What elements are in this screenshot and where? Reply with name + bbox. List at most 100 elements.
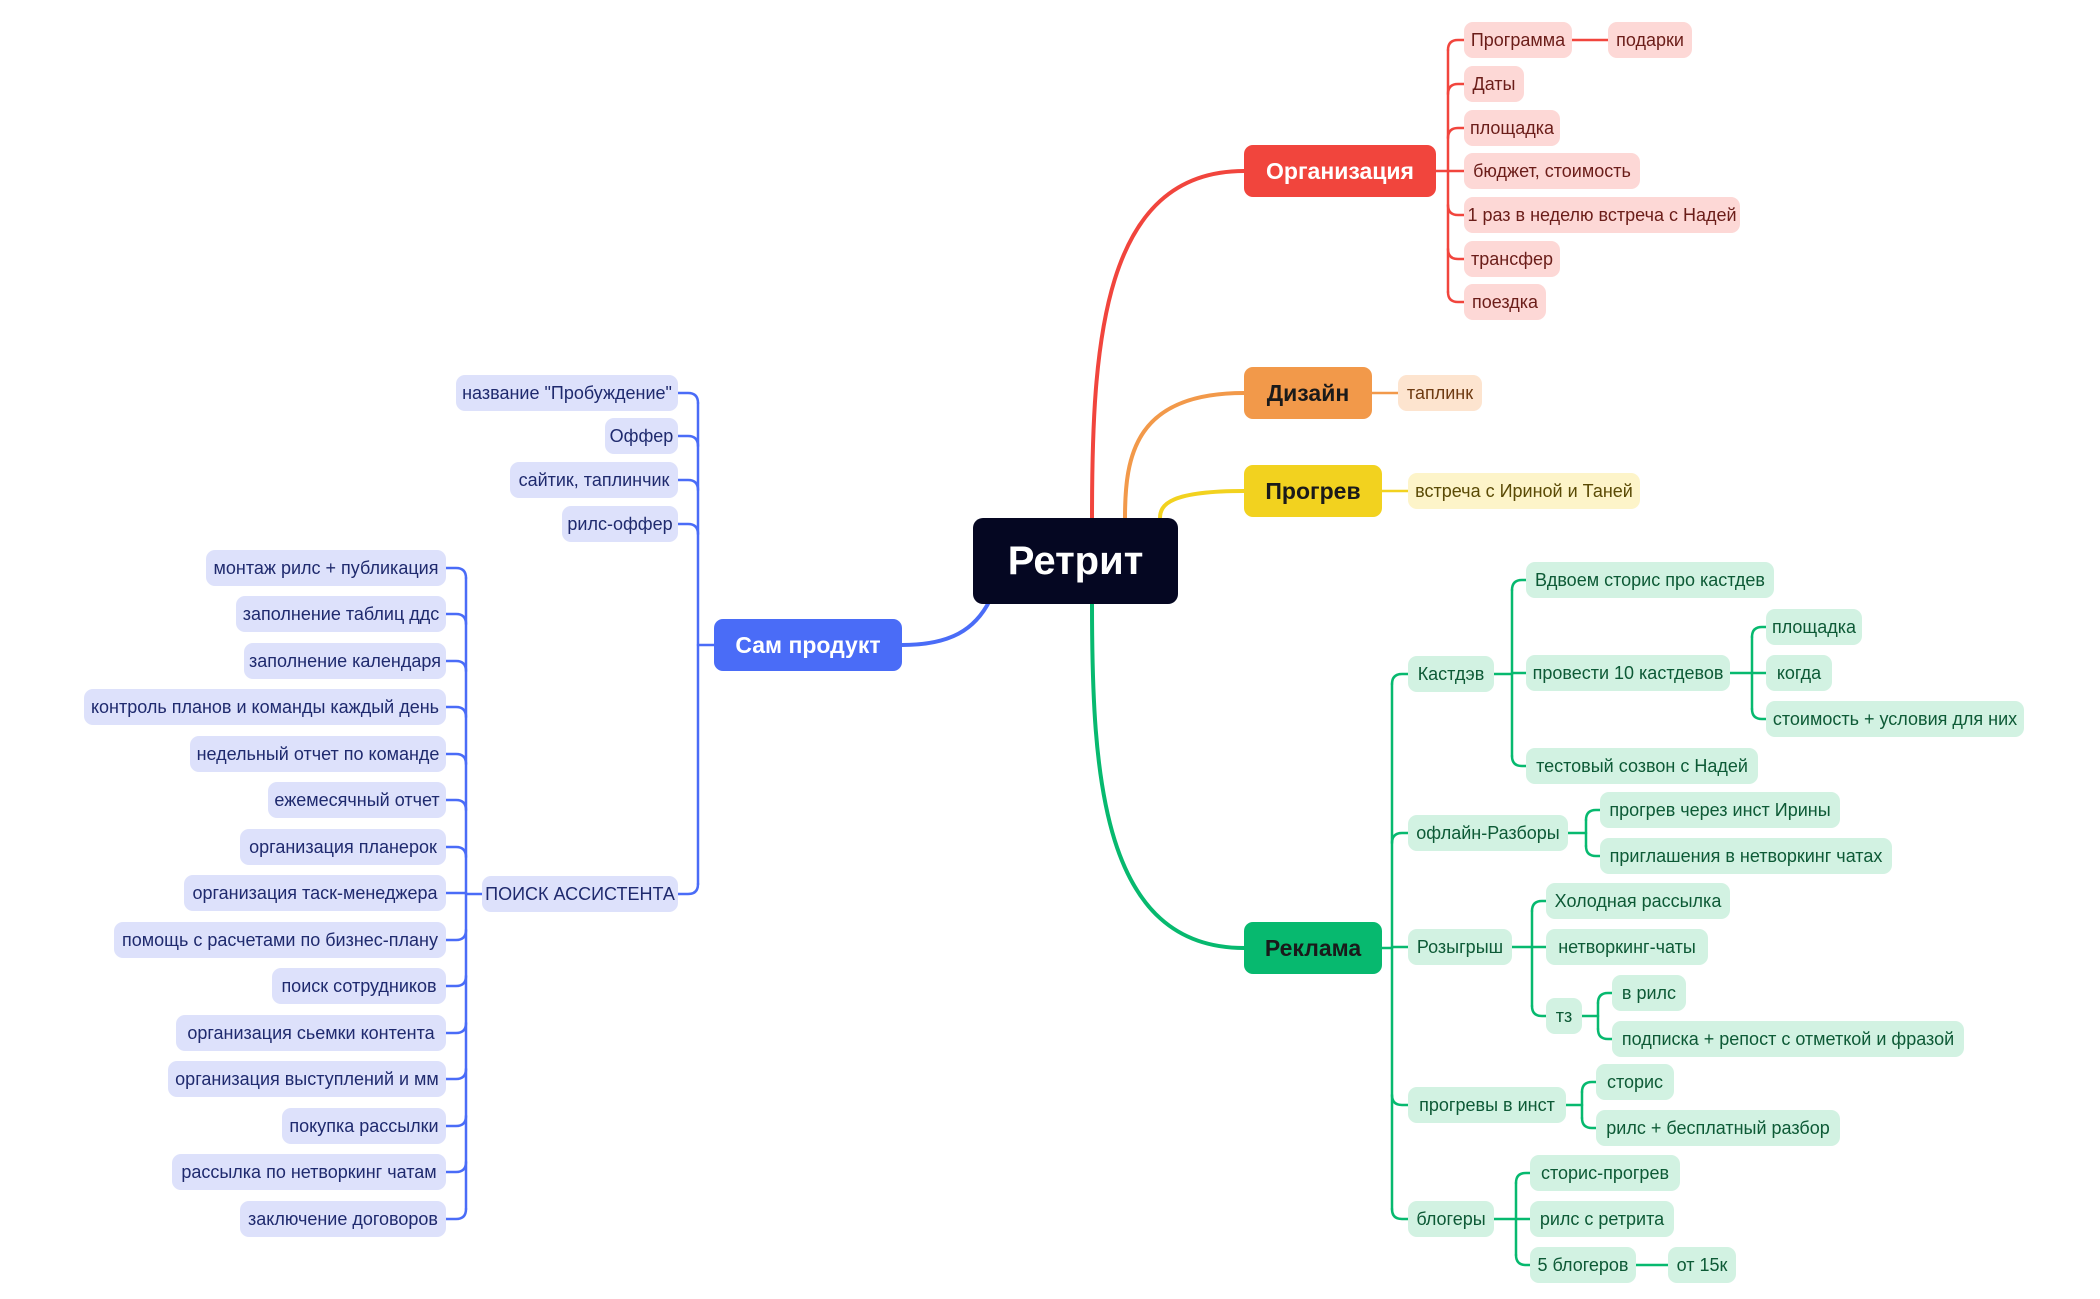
assistant-task[interactable]: помощь с расчетами по бизнес-плану (114, 922, 446, 958)
connector (676, 882, 700, 896)
connector (1158, 489, 1246, 520)
connector (444, 928, 468, 942)
connector (1390, 831, 1410, 845)
provesti-item-kogda[interactable]: когда (1766, 655, 1832, 691)
connector (444, 1067, 468, 1081)
connector (444, 705, 468, 719)
connector (1584, 844, 1602, 858)
assistant-task[interactable]: заполнение таблиц ддс (236, 596, 446, 632)
assistant-task[interactable]: рассылка по нетворкинг чатам (172, 1154, 446, 1190)
org-item-ploshchadka[interactable]: площадка (1464, 110, 1560, 146)
provesti-item-ploshchadka[interactable]: площадка (1766, 609, 1862, 645)
connector (676, 391, 700, 405)
assistant-task[interactable]: организация выступлений и мм (168, 1061, 446, 1097)
connector (1390, 672, 1410, 686)
blogery-item-rils[interactable]: рилс с ретрита (1530, 1201, 1674, 1237)
connector (444, 1114, 468, 1128)
kastdev-item-provesti[interactable]: провести 10 кастдевов (1526, 655, 1730, 691)
connector (1446, 38, 1466, 52)
razbory-item-progrev[interactable]: прогрев через инст Ирины (1600, 792, 1840, 828)
reklama-kastdev[interactable]: Кастдэв (1408, 656, 1494, 692)
produkt-item-rils-offer[interactable]: рилс-оффер (562, 506, 678, 542)
kastdev-item-sozvon[interactable]: тестовый созвон с Надей (1526, 748, 1758, 784)
progrevy-item-storis[interactable]: сторис (1596, 1064, 1674, 1100)
rozygrysh-item-rassylka[interactable]: Холодная рассылка (1546, 883, 1730, 919)
org-item-vstrecha[interactable]: 1 раз в неделю встреча с Надей (1464, 197, 1740, 233)
assistant-task[interactable]: покупка рассылки (282, 1108, 446, 1144)
produkt-item-nazvanie[interactable]: название "Пробуждение" (456, 375, 678, 411)
connector (676, 522, 700, 536)
connector (900, 598, 992, 647)
assistant-task[interactable]: заключение договоров (240, 1201, 446, 1237)
razbory-item-priglasheniya[interactable]: приглашения в нетворкинг чатах (1600, 838, 1892, 874)
reklama-progrevy[interactable]: прогревы в инст (1408, 1087, 1566, 1123)
connector (444, 612, 468, 626)
connector (1446, 82, 1466, 96)
progrevy-item-rils[interactable]: рилс + бесплатный разбор (1596, 1110, 1840, 1146)
connector (1596, 991, 1614, 1005)
connector (1390, 1207, 1410, 1221)
connector (1390, 1093, 1410, 1107)
connector (676, 434, 700, 448)
branch-progrev[interactable]: Прогрев (1244, 465, 1382, 517)
org-item-transfer[interactable]: трансфер (1464, 241, 1560, 277)
connector (1580, 1080, 1598, 1094)
reklama-rozygrysh[interactable]: Розыгрыш (1408, 929, 1512, 965)
connector (1530, 1004, 1548, 1018)
produkt-item-poisk[interactable]: ПОИСК АССИСТЕНТА (482, 876, 678, 912)
connector (1750, 625, 1768, 639)
connector (444, 798, 468, 812)
connector (1750, 707, 1768, 721)
progrev-item-vstrecha[interactable]: встреча с Ириной и Таней (1408, 473, 1640, 509)
assistant-task[interactable]: организация таск-менеджера (184, 875, 446, 911)
produkt-item-offer[interactable]: Оффер (605, 418, 678, 454)
connector (444, 1021, 468, 1035)
root-node[interactable]: Ретрит (973, 518, 1178, 604)
connector (1446, 126, 1466, 140)
connector (1530, 899, 1548, 913)
org-item-byudzhet[interactable]: бюджет, стоимость (1464, 153, 1640, 189)
kastdev-item-storis[interactable]: Вдвоем сторис про кастдев (1526, 562, 1774, 598)
assistant-task[interactable]: ежемесячный отчет (268, 782, 446, 818)
connector (1584, 808, 1602, 822)
dizain-item-taplink[interactable]: таплинк (1398, 375, 1482, 411)
reklama-razbory[interactable]: офлайн-Разборы (1408, 815, 1568, 851)
branch-reklama[interactable]: Реклама (1244, 922, 1382, 974)
assistant-task[interactable]: недельный отчет по команде (190, 736, 446, 772)
connector (1596, 1027, 1614, 1041)
assistant-task[interactable]: поиск сотрудников (272, 968, 446, 1004)
connector (1090, 602, 1246, 950)
connector (444, 845, 468, 859)
connector (1510, 578, 1528, 592)
branch-produkt[interactable]: Сам продукт (714, 619, 902, 671)
blogery-item-ot15k[interactable]: от 15к (1668, 1247, 1736, 1283)
branch-dizain[interactable]: Дизайн (1244, 367, 1372, 419)
assistant-task[interactable]: контроль планов и команды каждый день (84, 689, 446, 725)
connector (444, 659, 468, 673)
connector (1090, 169, 1246, 520)
org-item-poezdka[interactable]: поездка (1464, 284, 1546, 320)
connector (676, 478, 700, 492)
tz-item-podpiska[interactable]: подписка + репост с отметкой и фразой (1612, 1021, 1964, 1057)
rozygrysh-item-tz[interactable]: тз (1546, 998, 1582, 1034)
connector (1514, 1171, 1532, 1185)
produkt-item-saitik[interactable]: сайтик, таплинчик (510, 462, 678, 498)
provesti-item-stoimost[interactable]: стоимость + условия для них (1766, 701, 2024, 737)
connector (444, 974, 468, 988)
org-item-podarki[interactable]: подарки (1608, 22, 1692, 58)
assistant-task[interactable]: заполнение календаря (244, 643, 446, 679)
org-item-programma[interactable]: Программа (1464, 22, 1572, 58)
branch-organizatsiya[interactable]: Организация (1244, 145, 1436, 197)
assistant-task[interactable]: организация планерок (240, 829, 446, 865)
tz-item-rils[interactable]: в рилс (1612, 975, 1686, 1011)
rozygrysh-item-chaty[interactable]: нетворкинг-чаты (1546, 929, 1708, 965)
blogery-item-storis[interactable]: сторис-прогрев (1530, 1155, 1680, 1191)
assistant-task[interactable]: монтаж рилс + публикация (206, 550, 446, 586)
reklama-blogery[interactable]: блогеры (1408, 1201, 1494, 1237)
connector (1446, 290, 1466, 304)
org-item-daty[interactable]: Даты (1464, 66, 1524, 102)
blogery-item-pyat[interactable]: 5 блогеров (1530, 1247, 1636, 1283)
assistant-task[interactable]: организация сьемки контента (176, 1015, 446, 1051)
